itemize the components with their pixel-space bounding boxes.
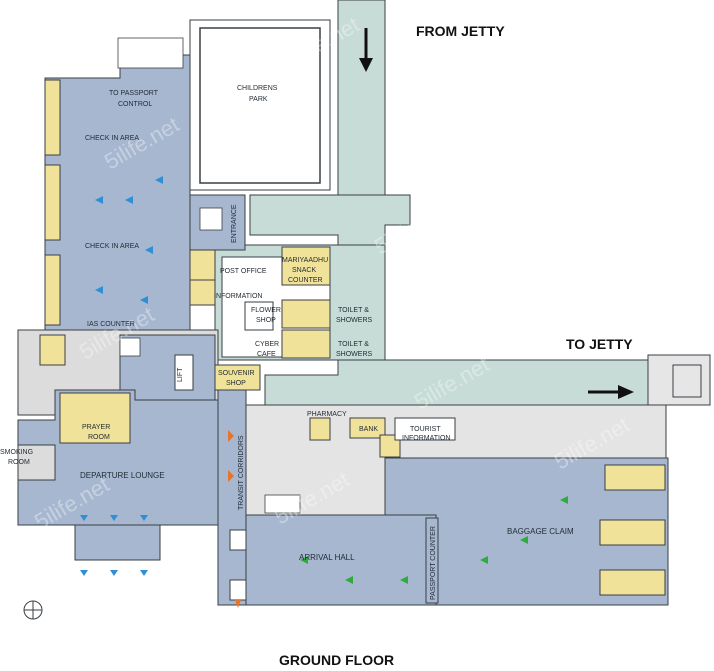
toilet-label: SHOWERS bbox=[336, 317, 373, 324]
bank-label: BANK bbox=[359, 426, 378, 433]
mariyaadhu-snack-counter bbox=[281, 246, 331, 286]
lift-label: LIFT bbox=[177, 367, 184, 382]
souvenir-shop bbox=[214, 364, 261, 391]
smoking-room-label: ROOM bbox=[8, 459, 30, 466]
to-jetty-label: TO JETTY bbox=[566, 336, 633, 352]
floor-title: GROUND FLOOR bbox=[279, 652, 394, 668]
baggage-claim-label: BAGGAGE CLAIM bbox=[507, 527, 574, 536]
entrance-label: ENTRANCE bbox=[231, 204, 238, 243]
childrens-park-label: CHILDRENS bbox=[237, 85, 278, 92]
toilet-label: TOILET & bbox=[338, 307, 369, 314]
ias-counter-label: IAS COUNTER bbox=[87, 321, 135, 328]
from-jetty-label: FROM JETTY bbox=[416, 23, 505, 39]
toilet-label: SHOWERS bbox=[336, 351, 373, 358]
toilet-showers-1 bbox=[281, 299, 331, 329]
arrival-hall-label: ARRIVAL HALL bbox=[299, 553, 355, 562]
passport-counter bbox=[425, 517, 439, 604]
flower-shop-label: SHOP bbox=[256, 317, 276, 324]
tourist-info-label: TOURIST bbox=[410, 426, 441, 433]
tourist-information bbox=[394, 417, 456, 441]
information-label: INFORMATION bbox=[214, 293, 262, 300]
toilet-label: TOILET & bbox=[338, 341, 369, 348]
arrival-hall bbox=[245, 514, 437, 606]
from-jetty-arrow bbox=[359, 28, 373, 72]
souvenir-shop-label: SHOP bbox=[226, 380, 246, 387]
smoking-room bbox=[17, 444, 56, 481]
prayer-room-box bbox=[59, 392, 131, 444]
check-in-terminal bbox=[44, 54, 191, 346]
flow-arrows bbox=[80, 176, 568, 608]
tourist-info-label: INFORMATION bbox=[402, 435, 450, 442]
flower-shop-label: FLOWER bbox=[251, 307, 281, 314]
to-jetty-arrow bbox=[588, 385, 634, 399]
cyber-cafe-label: CYBER bbox=[255, 341, 279, 348]
cyber-cafe-label: CAFE bbox=[257, 351, 276, 358]
pharmacy-label: PHARMACY bbox=[307, 411, 347, 418]
snack-counter-label: COUNTER bbox=[288, 277, 323, 284]
passport-counter-label: PASSPORT COUNTER bbox=[430, 526, 437, 600]
check-in-area-label: CHECK IN AREA bbox=[85, 135, 139, 142]
departure-lounge-label: DEPARTURE LOUNGE bbox=[80, 471, 165, 480]
lift bbox=[174, 354, 194, 391]
snack-counter-label: SNACK bbox=[292, 267, 316, 274]
passport-control-label: TO PASSPORT bbox=[109, 90, 159, 97]
snack-counter-label: MARIYAADHU bbox=[282, 257, 328, 264]
information-desk bbox=[189, 279, 216, 306]
post-office-label: POST OFFICE bbox=[220, 268, 267, 275]
passport-control-label: CONTROL bbox=[118, 101, 152, 108]
smoking-room-label: SMOKING bbox=[0, 449, 33, 456]
north-symbol-icon bbox=[23, 600, 43, 620]
childrens-park-label: PARK bbox=[249, 96, 268, 103]
souvenir-shop-label: SOUVENIR bbox=[218, 370, 255, 377]
transit-corridor bbox=[217, 389, 247, 606]
prayer-room-label: PRAYER bbox=[82, 424, 110, 431]
pharmacy bbox=[309, 417, 331, 441]
bank bbox=[349, 417, 386, 439]
post-office bbox=[189, 249, 216, 281]
toilet-showers-2 bbox=[281, 329, 331, 359]
transit-corridors-label: TRANSIT CORRIDORS bbox=[238, 435, 245, 510]
prayer-room-label: ROOM bbox=[88, 434, 110, 441]
check-in-area-label: CHECK IN AREA bbox=[85, 243, 139, 250]
